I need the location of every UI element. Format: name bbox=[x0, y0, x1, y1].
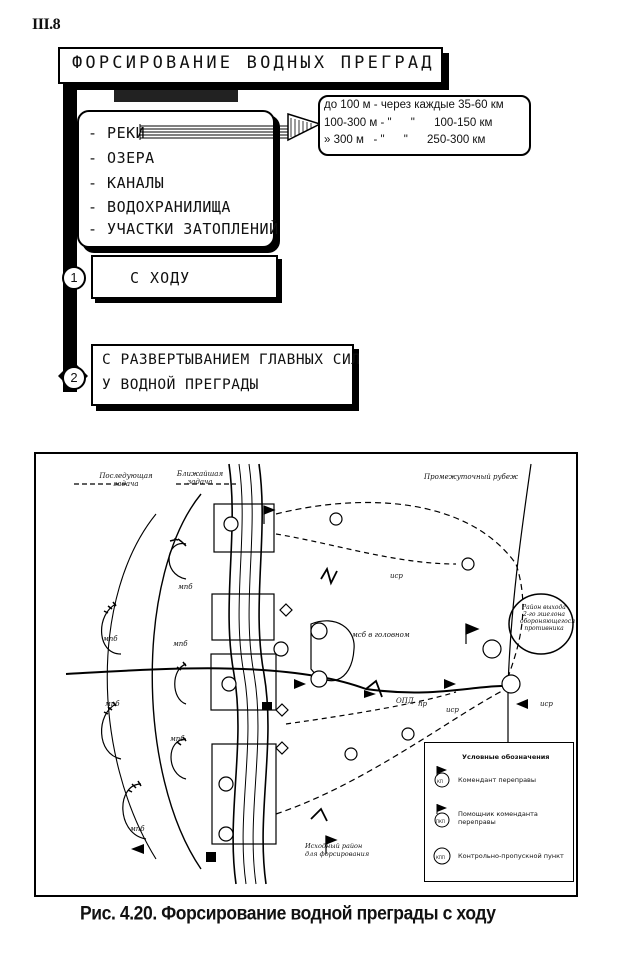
unit-mark: иср bbox=[390, 572, 403, 580]
option-on-the-move-box bbox=[91, 255, 278, 299]
option-on-the-move-label: С ХОДУ bbox=[130, 269, 191, 287]
option-deployment-box bbox=[91, 344, 354, 406]
label-start-area: Исходный район для форсирования bbox=[305, 842, 370, 858]
distance-width: » 300 м bbox=[324, 134, 364, 146]
unit-mark: мпб bbox=[130, 825, 145, 833]
figure-caption: Рис. 4.20. Форсирование водной преграды … bbox=[80, 902, 496, 924]
distances-box bbox=[318, 95, 531, 156]
legend-symbol-label: КПП bbox=[436, 855, 445, 860]
obstacle-reservoirs: - ВОДОХРАНИЛИЩА bbox=[88, 198, 231, 216]
option-deployment-line1: С РАЗВЕРТЫВАНИЕМ ГЛАВНЫХ СИЛ bbox=[102, 352, 361, 368]
shaded-bar bbox=[114, 90, 238, 102]
page-number: III.8 bbox=[32, 16, 61, 33]
distance-interval: 100-150 км bbox=[434, 117, 493, 129]
unit-mark: мпб bbox=[103, 635, 118, 643]
legend-item: Помощник коменданта переправы bbox=[458, 810, 538, 826]
legend-item: Комендант переправы bbox=[458, 776, 537, 784]
title-box bbox=[58, 47, 443, 84]
distance-mid: - " " bbox=[373, 134, 408, 146]
crossing-map bbox=[65, 463, 574, 885]
unit-mark: мпб bbox=[105, 700, 120, 708]
obstacle-rivers: - РЕКИ bbox=[88, 124, 146, 142]
scheme-title: ФОРСИРОВАНИЕ ВОДНЫХ ПРЕГРАД bbox=[72, 53, 435, 73]
unit-mark: мпб bbox=[178, 583, 193, 591]
unit-mark: мпб bbox=[173, 640, 188, 648]
unit-mark: ОПД bbox=[396, 697, 414, 705]
unit-mark: мпб bbox=[170, 735, 185, 743]
water-obstacles-box bbox=[77, 110, 275, 248]
legend-item: Контрольно-пропускной пункт bbox=[458, 852, 564, 860]
unit-mark: иср bbox=[446, 706, 459, 714]
option-deployment-line2: У ВОДНОЙ ПРЕГРАДЫ bbox=[102, 377, 259, 393]
label-immediate-task: Ближайшая задача bbox=[176, 470, 224, 486]
distance-width: до 100 м bbox=[324, 99, 371, 111]
connector-bar bbox=[63, 84, 77, 392]
distance-interval: 35-60 км bbox=[458, 99, 504, 111]
unit-mark: иср bbox=[540, 700, 553, 708]
distance-mid: - " " bbox=[380, 117, 415, 129]
option-number-badge: 2 bbox=[62, 366, 86, 390]
legend-title: Условные обозначения bbox=[462, 753, 550, 761]
option-number-badge: 1 bbox=[62, 266, 86, 290]
legend-symbol-label: ПКП bbox=[436, 819, 445, 824]
label-subsequent-task: Последующая задача bbox=[99, 472, 153, 488]
distance-interval: 250-300 км bbox=[427, 134, 486, 146]
distance-mid: - через каждые bbox=[370, 99, 455, 111]
unit-mark: пр bbox=[418, 700, 427, 708]
label-msb: мсб в головном bbox=[352, 631, 410, 639]
legend-symbol-label: КП bbox=[437, 779, 443, 784]
obstacle-lakes: - ОЗЕРА bbox=[88, 149, 155, 167]
legend-symbols bbox=[433, 766, 451, 865]
label-enemy-reserve-area: Район выхода 2-го эшелона обороняющегося… bbox=[520, 604, 576, 632]
distance-width: 100-300 м bbox=[324, 117, 378, 129]
label-intermediate-line: Промежуточный рубеж bbox=[424, 473, 518, 481]
rivers-arrow-icon bbox=[139, 112, 322, 142]
map-frame bbox=[34, 452, 578, 897]
obstacle-flood-areas: - УЧАСТКИ ЗАТОПЛЕНИЙ bbox=[88, 220, 279, 238]
obstacle-canals: - КАНАЛЫ bbox=[88, 174, 165, 192]
